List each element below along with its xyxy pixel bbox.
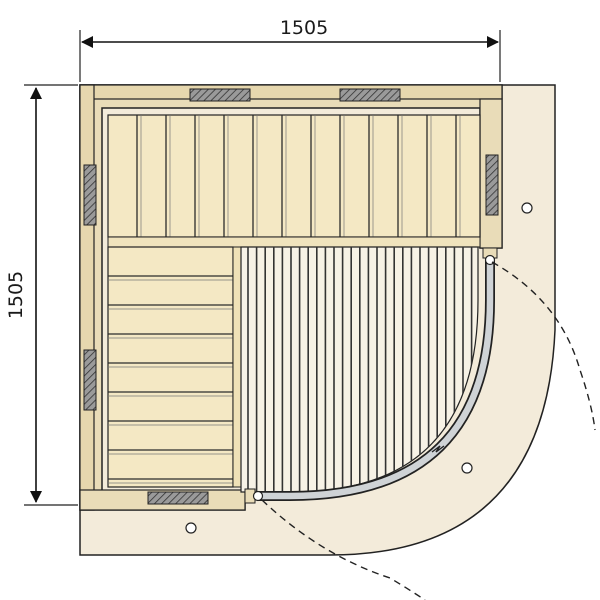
wall-left-edge — [79, 84, 95, 511]
left-bench-planks — [108, 275, 233, 484]
wall-top-edge — [79, 84, 503, 100]
foot-marker-icon — [185, 522, 197, 534]
vent-right — [485, 154, 499, 216]
door-swing-arc-right — [491, 261, 596, 431]
depth-dimension-label: 1505 — [5, 271, 27, 319]
bench-step-strip — [107, 236, 481, 248]
upper-bench — [107, 114, 481, 238]
foot-marker-icon — [461, 462, 473, 474]
door-handle — [431, 445, 445, 453]
width-dimension-label: 1505 — [280, 17, 328, 39]
vent-top-left — [189, 88, 251, 102]
door-swing-arc-bottom — [261, 499, 426, 600]
hinge-bottom-icon — [244, 488, 264, 504]
foot-marker-icon — [521, 202, 533, 214]
left-bench-edge — [232, 246, 242, 488]
upper-bench-planks — [136, 115, 461, 237]
vent-left-upper — [83, 164, 97, 226]
vent-bottom — [147, 491, 209, 505]
vent-left-lower — [83, 349, 97, 411]
vent-top-right — [339, 88, 401, 102]
